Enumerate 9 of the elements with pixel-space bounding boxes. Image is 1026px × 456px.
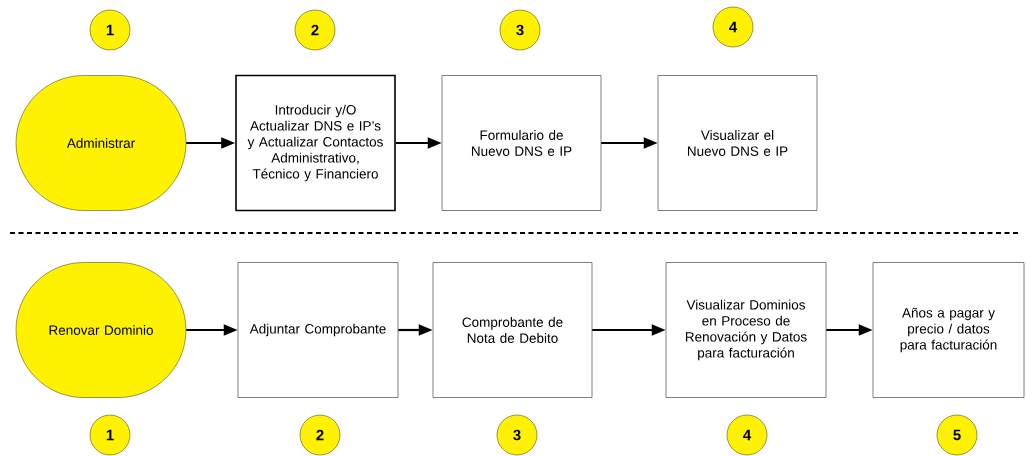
process-box: Comprobante de Nota de Debito [432,262,593,398]
process-box: Formulario de Nuevo DNS e IP [441,75,602,211]
process-box: Visualizar Dominios en Proceso de Renovación y Datos para facturación [665,262,827,398]
process-box: Visualizar el Nuevo DNS e IP [657,75,818,211]
process-box: Adjuntar Comprobante [237,262,399,398]
process-box: Años a pagar y precio / datos para facturación [872,262,1025,398]
start-terminal: Administrar [15,75,187,211]
process-box: Introducir y/O Actualizar DNS e IP’s y Actualizar Contactos Administrativo, Técnico y Financiero [235,74,396,212]
start-terminal: Renovar Dominio [15,262,187,398]
